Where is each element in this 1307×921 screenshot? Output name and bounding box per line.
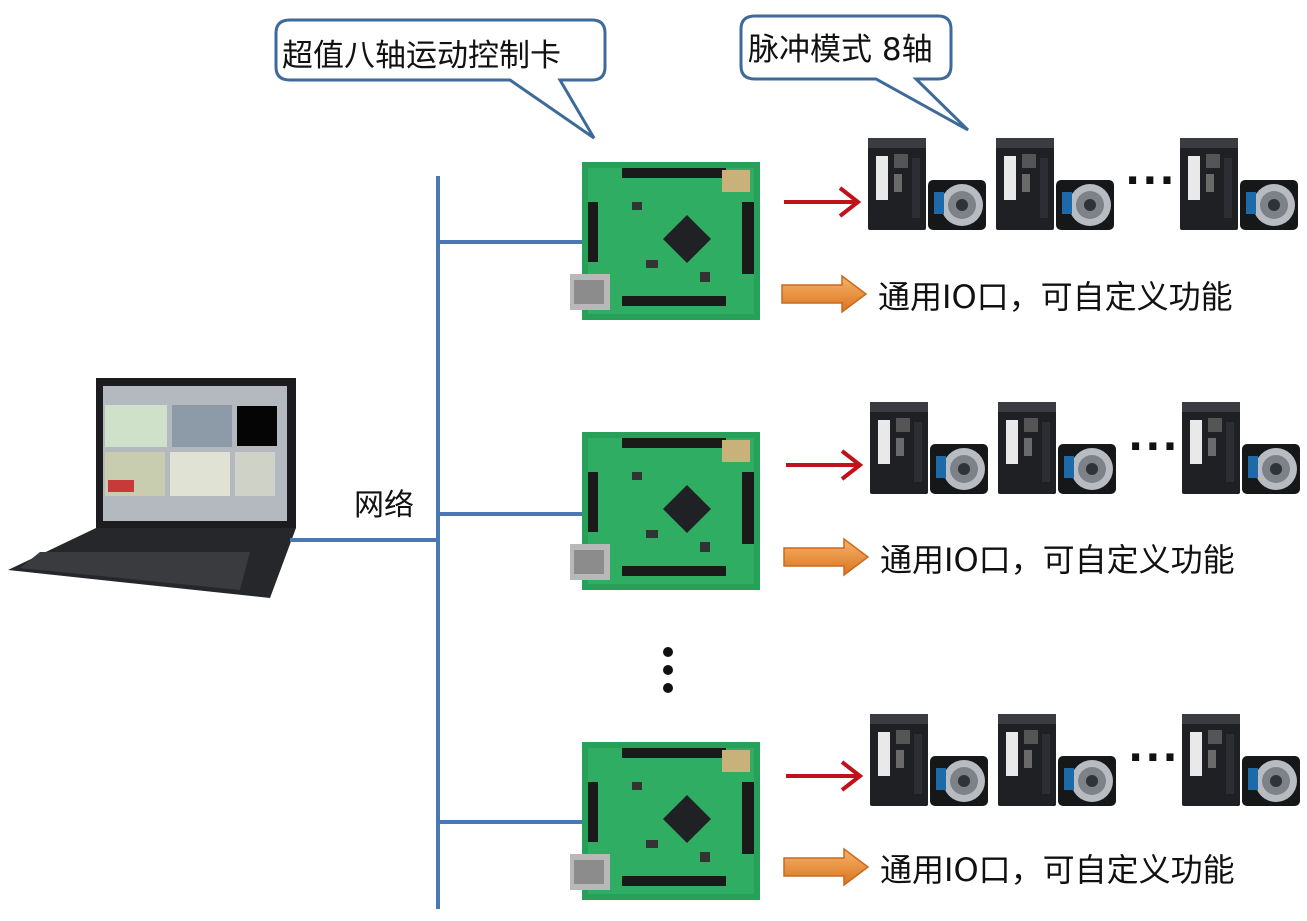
pulse-arrow-3 <box>786 760 864 792</box>
control-board-2 <box>570 432 760 590</box>
laptop-image <box>8 378 296 598</box>
io-label-2: 通用IO口，可自定义功能 <box>880 541 1235 579</box>
pulse-arrow-1 <box>784 186 862 218</box>
control-board-3 <box>570 742 760 900</box>
pulse-callout-text: 脉冲模式 8轴 <box>748 32 933 68</box>
io-arrow-1 <box>781 274 868 314</box>
card-callout-bubble <box>274 18 607 140</box>
io-label-1: 通用IO口，可自定义功能 <box>878 278 1233 316</box>
pulse-callout-bubble <box>739 14 970 132</box>
card-callout-text: 超值八轴运动控制卡 <box>282 38 561 74</box>
io-arrow-2 <box>783 537 870 577</box>
servo-group-3 <box>870 714 1300 806</box>
control-board-1 <box>570 162 760 320</box>
network-label: 网络 <box>354 488 414 523</box>
servo-group-2 <box>870 402 1300 494</box>
io-arrow-3 <box>783 847 870 887</box>
pulse-arrow-2 <box>786 449 864 481</box>
servo-group-1 <box>868 138 1298 230</box>
vertical-ellipsis <box>663 647 673 693</box>
servo-ellipsis-3: ··· <box>1128 735 1180 781</box>
servo-ellipsis-2: ··· <box>1128 424 1180 470</box>
io-label-3: 通用IO口，可自定义功能 <box>880 851 1235 889</box>
servo-ellipsis-1: ··· <box>1125 158 1177 204</box>
network-bus <box>290 176 586 909</box>
